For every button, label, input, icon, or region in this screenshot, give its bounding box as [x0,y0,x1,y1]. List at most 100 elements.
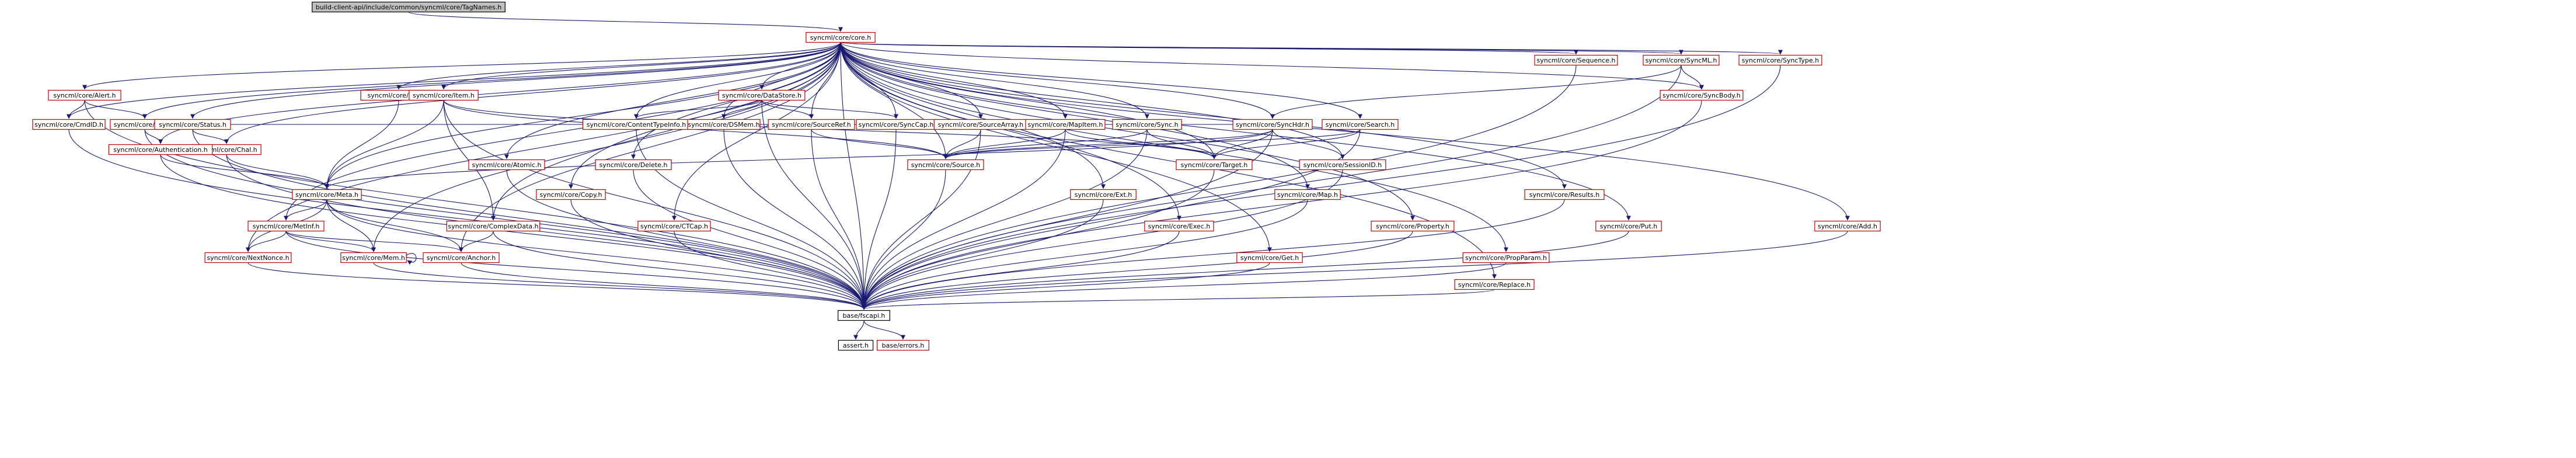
node-search[interactable]: syncml/core/Search.h [1322,119,1399,130]
edge-core-to-target [840,42,1216,159]
edge-core-to-propparam [840,42,1508,252]
node-put[interactable]: syncml/core/Put.h [1595,220,1662,232]
node-property[interactable]: syncml/core/Property.h [1371,220,1455,232]
node-source[interactable]: syncml/core/Source.h [907,159,984,171]
edge-syncml-to-syncbody [1681,65,1704,90]
node-label: syncml/core/SyncML.h [1646,57,1717,64]
node-propparam[interactable]: syncml/core/PropParam.h [1462,252,1550,263]
node-box [1070,189,1137,200]
node-complexdata[interactable]: syncml/core/ComplexData.h [446,220,541,232]
node-target[interactable]: syncml/core/Target.h [1176,159,1253,171]
node-sourcearray[interactable]: syncml/core/SourceArray.h [933,119,1028,130]
node-metinf[interactable]: syncml/core/MetInf.h [248,220,325,232]
edge-core-to-exe [840,42,1106,189]
node-datastore[interactable]: syncml/core/DataStore.h [718,89,806,101]
node-results[interactable]: syncml/core/Results.h [1524,189,1605,200]
node-box [1232,119,1313,130]
node-box [1534,54,1618,66]
node-atomic[interactable]: syncml/core/Atomic.h [468,159,545,171]
node-copy[interactable]: syncml/core/Copy.h [536,189,606,200]
edge-core-to-contenttypeinfo [634,42,841,119]
node-label: syncml/core/NextNonce.h [207,254,289,262]
edge-syncml-to-fscapi [862,65,1682,310]
node-sync[interactable]: syncml/core/Sync.h [1112,119,1182,130]
node-map[interactable]: syncml/core/Map.h [1274,189,1341,200]
node-replace[interactable]: syncml/core/Replace.h [1454,279,1535,290]
node-get[interactable]: syncml/core/Get.h [1236,252,1303,263]
node-fscapi[interactable]: base/fscapi.h [838,310,890,321]
node-errors[interactable]: base/errors.h [877,339,929,351]
node-nextnonce[interactable]: syncml/core/NextNonce.h [204,252,292,263]
node-sourceref[interactable]: syncml/core/SourceRef.h [768,119,855,130]
edge-map-to-fscapi [862,199,1308,310]
node-label: syncml/core/Mem.h [342,254,405,262]
node-contenttypeinfo[interactable]: syncml/core/ContentTypeInfo.h [582,119,691,130]
node-cmdid[interactable]: syncml/core/CmdID.h [32,119,106,130]
edge-meta-to-fscapi [326,199,866,310]
edge-chal-to-meta [226,154,329,189]
node-mem[interactable]: syncml/core/Mem.h [340,252,407,263]
edge-atomic-to-fscapi [506,169,866,310]
node-mapitem[interactable]: syncml/core/MapItem.h [1025,119,1106,130]
node-label: syncml/core/SourceRef.h [772,121,851,129]
node-syncbody[interactable]: syncml/core/SyncBody.h [1660,89,1744,101]
node-box [154,119,231,130]
edge-delete-to-fscapi [633,169,866,310]
edge-synctype-to-fscapi [862,65,1781,310]
node-box [1322,119,1399,130]
node-anchor[interactable]: syncml/core/Anchor.h [423,252,500,263]
node-box [1299,159,1386,171]
node-dsmem[interactable]: syncml/core/DSMem.h [687,119,761,130]
node-label: syncml/core/Add.h [1818,223,1877,230]
node-synctype[interactable]: syncml/core/SyncType.h [1738,54,1822,66]
edge-metinf-to-fscapi [285,231,866,310]
node-auth[interactable]: syncml/core/Authentication.h [108,144,213,155]
node-label: syncml/core/SourceArray.h [938,121,1024,129]
node-exe[interactable]: syncml/core/Ext.h [1070,189,1137,200]
node-box [108,144,213,155]
edge-root-to-core [408,11,843,32]
node-status[interactable]: syncml/core/Status.h [154,119,231,130]
node-meta[interactable]: syncml/core/Meta.h [292,189,362,200]
edge-core-to-fscapi [840,42,866,310]
node-sequence[interactable]: syncml/core/Sequence.h [1534,54,1618,66]
node-add[interactable]: syncml/core/Add.h [1814,220,1881,232]
node-label: base/fscapi.h [843,312,886,320]
node-label: syncml/core/ComplexData.h [448,223,538,230]
node-box [340,252,407,263]
edge-core-to-source [840,42,948,159]
edge-sequence-to-fscapi [862,65,1577,310]
edge-core-to-cred [142,42,841,119]
node-exec[interactable]: syncml/core/Exec.h [1144,220,1214,232]
node-item[interactable]: syncml/core/Item.h [409,89,479,101]
node-alert[interactable]: syncml/core/Alert.h [48,89,121,101]
node-delete[interactable]: syncml/core/Delete.h [595,159,672,171]
node-core[interactable]: syncml/core/core.h [806,32,876,43]
node-assert[interactable]: assert.h [838,339,874,351]
node-syncml[interactable]: syncml/core/SyncML.h [1643,54,1720,66]
node-ctcap[interactable]: syncml/core/CTCap.h [637,220,711,232]
edge-search-to-target [1212,129,1361,159]
edge-core-to-exec [840,42,1181,221]
node-box [1144,220,1214,232]
edge-sync-to-source [943,129,1148,159]
node-label: syncml/core/SyncCap.h [859,121,934,129]
edge-anchor-to-fscapi [461,262,866,310]
node-label: syncml/core/Put.h [1600,223,1657,230]
node-label: base/errors.h [882,342,925,349]
node-label: syncml/core/Map.h [1277,191,1338,199]
edge-get-to-fscapi [862,262,1270,310]
node-label: syncml/core/Copy.h [539,191,602,199]
node-box [248,220,325,232]
edge-sourceref-to-fscapi [811,129,866,310]
node-label: syncml/core/Anchor.h [427,254,496,262]
node-sessionid[interactable]: syncml/core/SessionID.h [1299,159,1386,171]
edge-syncml-to-synchdr [1270,65,1682,119]
edge-item-to-meta [325,100,444,189]
node-label: syncml/core/Sequence.h [1537,57,1616,64]
node-synchdr[interactable]: syncml/core/SyncHdr.h [1232,119,1313,130]
edge-core-to-synctype [840,41,1782,55]
edge-alert-to-cred [84,100,147,119]
edge-sync-to-fscapi [862,129,1148,310]
node-synccap[interactable]: syncml/core/SyncCap.h [856,119,936,130]
